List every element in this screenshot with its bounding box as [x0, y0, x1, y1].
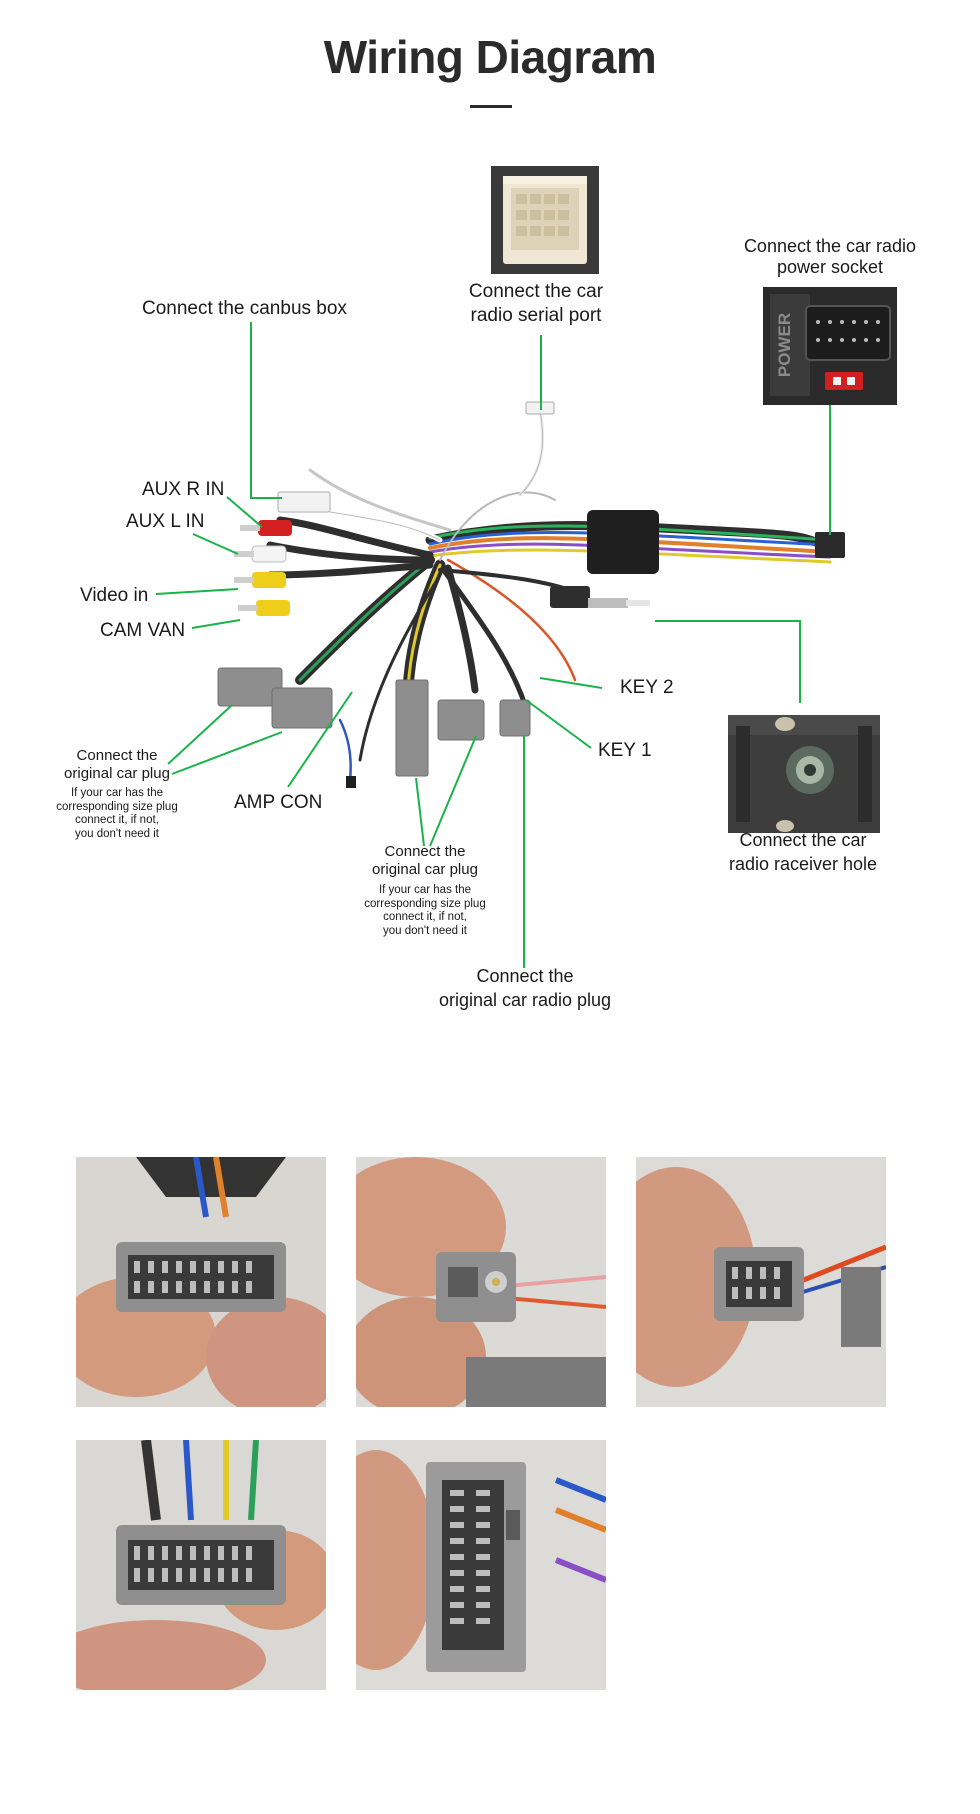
label-video-in: Video in	[80, 585, 149, 606]
serial-port-photo	[491, 166, 599, 274]
note-orig-plug-left-line-2: corresponding size plug	[56, 800, 178, 813]
receiver-hole-photo	[728, 715, 880, 833]
photo-connector-20pin	[76, 1440, 326, 1690]
harness-illustration: POWER	[155, 166, 897, 968]
label-receiver-hole-line-1: Connect the car	[739, 830, 867, 850]
note-orig-plug-left: If your car has the corresponding size p…	[37, 787, 197, 841]
leader-orig-plug-center-a	[415, 777, 425, 847]
leader-canbus	[250, 322, 282, 499]
label-aux-l: AUX L IN	[126, 511, 205, 532]
label-serial-port-line-1: Connect the car	[468, 281, 604, 302]
photo-connector-antenna	[356, 1157, 606, 1407]
label-orig-plug-center: Connect the original car plug	[350, 843, 500, 879]
label-orig-radio-plug-line-1: Connect the	[476, 966, 574, 986]
leader-key2	[539, 677, 603, 689]
label-orig-radio-plug: Connect the original car radio plug	[410, 964, 640, 1012]
note-orig-plug-left-line-1: If your car has the	[70, 787, 164, 799]
note-orig-plug-center-line-3: connect it, if not,	[383, 911, 467, 923]
label-orig-plug-center-line-1: Connect the	[384, 843, 466, 860]
label-serial-port-line-2: radio serial port	[470, 305, 602, 326]
power-socket-photo: POWER	[763, 287, 897, 405]
leader-aux-r	[226, 496, 263, 528]
leader-aux-l	[192, 533, 239, 555]
leader-orig-plug-left-a	[167, 704, 233, 765]
leader-orig-plug-left-b	[171, 731, 283, 775]
rca-yellow-2	[238, 600, 290, 616]
leader-key1	[525, 699, 592, 749]
leader-amp-con	[287, 691, 353, 788]
label-receiver-hole-line-2: radio raceiver hole	[728, 854, 878, 874]
leader-video-in	[155, 588, 239, 595]
label-orig-radio-plug-line-2: original car radio plug	[438, 990, 612, 1010]
power-socket-marking: POWER	[775, 313, 794, 377]
rca-white	[234, 545, 287, 563]
photo-connector-side	[356, 1440, 606, 1690]
label-amp-con: AMP CON	[234, 792, 323, 813]
photo-connector-small	[636, 1157, 886, 1407]
wire-bundle	[266, 408, 835, 782]
label-orig-plug-center-line-2: original car plug	[372, 861, 478, 878]
note-orig-plug-center-line-2: corresponding size plug	[364, 897, 486, 910]
label-orig-plug-left-line-1: Connect the	[76, 747, 158, 764]
label-orig-plug-left-line-2: original car plug	[64, 765, 170, 782]
label-serial-port: Connect the car radio serial port	[436, 280, 636, 328]
note-orig-plug-left-line-3: connect it, if not,	[75, 814, 159, 826]
harness-connectors	[217, 401, 845, 788]
label-power-socket-line-1: Connect the car radio	[743, 236, 917, 256]
label-power-socket: Connect the car radio power socket	[720, 236, 940, 278]
note-orig-plug-left-line-4: you don't need it	[74, 827, 160, 840]
rca-yellow-1	[234, 572, 286, 588]
note-orig-plug-center: If your car has the corresponding size p…	[345, 884, 505, 938]
label-key1: KEY 1	[598, 740, 652, 761]
leader-cam-van	[191, 619, 241, 629]
label-aux-r: AUX R IN	[142, 479, 225, 500]
title-underline	[470, 105, 512, 108]
label-power-socket-line-2: power socket	[776, 257, 884, 277]
label-orig-plug-left: Connect the original car plug	[42, 747, 192, 783]
label-key2: KEY 2	[620, 677, 674, 698]
label-receiver-hole: Connect the car radio raceiver hole	[703, 828, 903, 876]
photo-connector-24pin	[76, 1157, 326, 1407]
label-cam-van: CAM VAN	[100, 620, 186, 641]
note-orig-plug-center-line-1: If your car has the	[378, 884, 472, 896]
leader-orig-plug-center-b	[429, 735, 477, 847]
label-canbus: Connect the canbus box	[142, 298, 347, 319]
leader-lines	[155, 322, 831, 968]
leader-receiver	[655, 620, 801, 703]
rca-red	[240, 520, 292, 536]
note-orig-plug-center-line-4: you don't need it	[382, 924, 468, 937]
page-title: Wiring Diagram	[323, 31, 657, 83]
